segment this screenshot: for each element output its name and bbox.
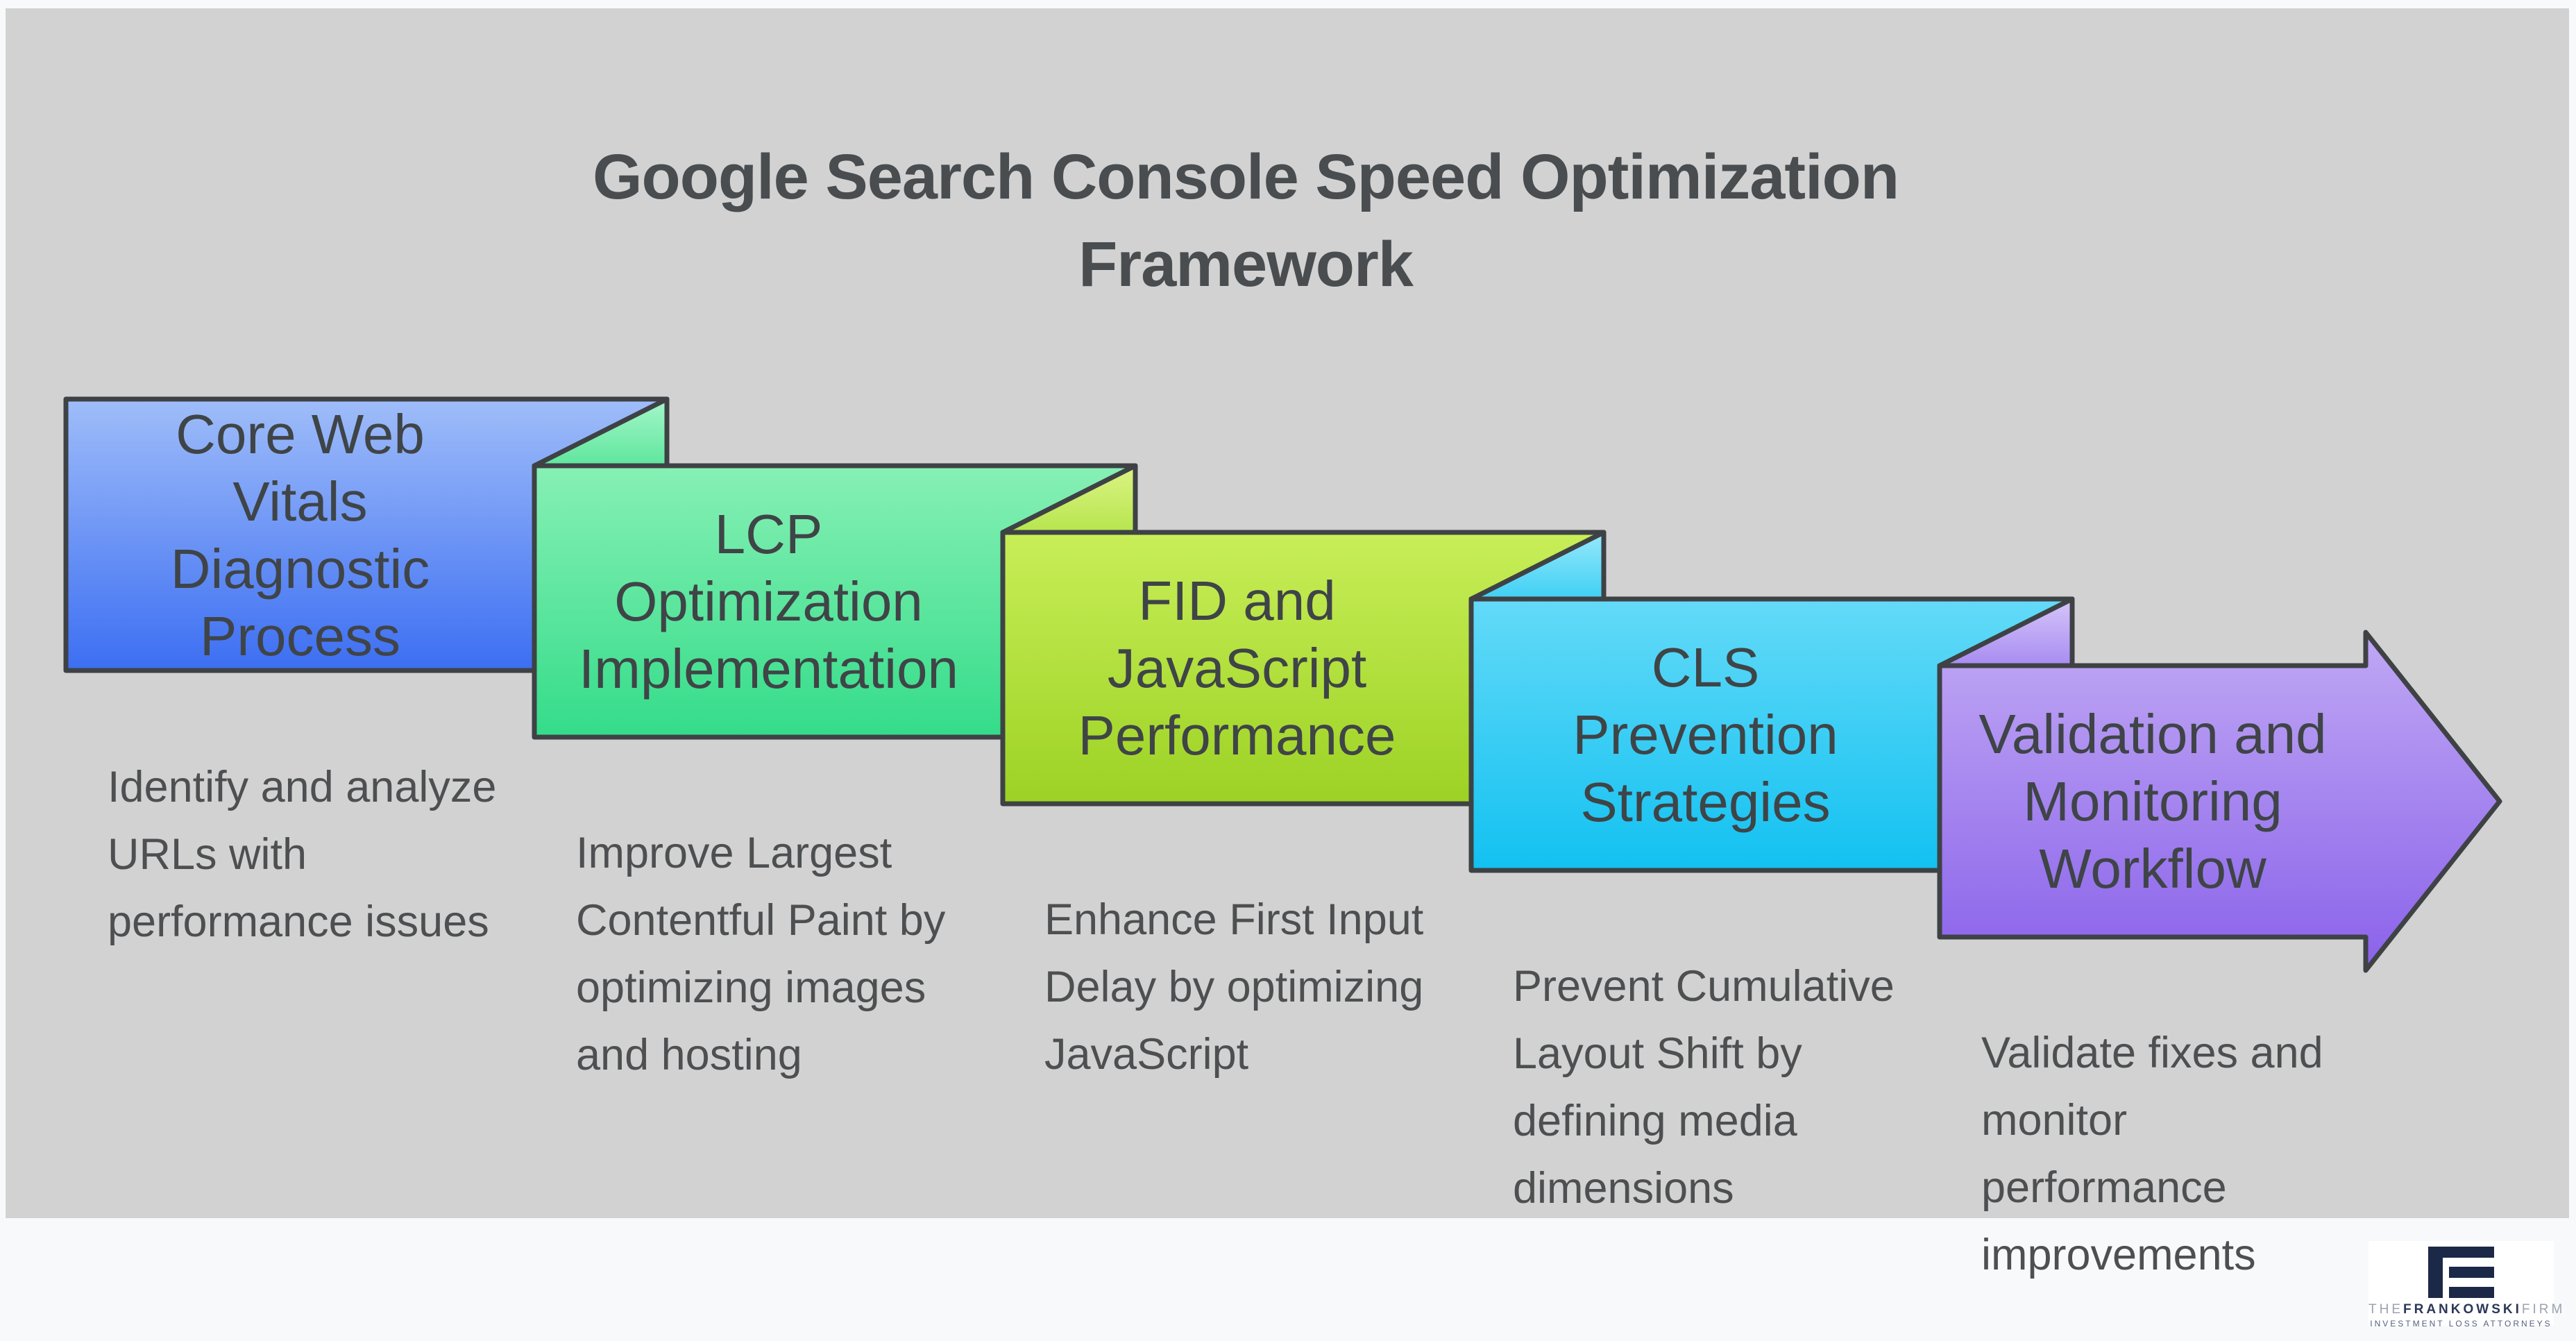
- step-1-description: Identify and analyze URLs with performan…: [108, 763, 497, 946]
- step-5-arrow-shape: [1937, 596, 2502, 973]
- brand-name-frankowski: FRANKOWSKI: [2403, 1302, 2522, 1317]
- page-title: Google Search Console Speed Optimization…: [592, 142, 1899, 300]
- step-4-fold-triangle: [1468, 530, 1607, 602]
- brand-logo-card: THEFRANKOWSKIFIRM INVESTMENT LOSS ATTORN…: [2369, 1241, 2562, 1329]
- step-2-title: LCP Optimization Implementation: [579, 503, 958, 700]
- brand-name-the: THE: [2369, 1302, 2403, 1317]
- step-3-description: Enhance First Input Delay by optimizing …: [1044, 895, 1424, 1079]
- step-3-title: FID and JavaScript Performance: [1078, 570, 1396, 766]
- step-5-title: Validation and Monitoring Workflow: [1978, 703, 2327, 900]
- step-1-title: Core Web Vitals Diagnostic Process: [170, 403, 430, 667]
- step-4-description: Prevent Cumulative Layout Shift by defin…: [1513, 962, 1895, 1213]
- step-3-fold-triangle: [1000, 463, 1138, 535]
- step-5-fold-triangle: [1937, 596, 2075, 668]
- step-5-description: Validate fixes and monitor performance i…: [1981, 1029, 2323, 1279]
- brand-tagline: INVESTMENT LOSS ATTORNEYS: [2370, 1319, 2552, 1329]
- step-2-fold-triangle: [532, 396, 670, 469]
- step-4-title: CLS Prevention Strategies: [1573, 636, 1838, 833]
- step-2-description: Improve Largest Contentful Paint by opti…: [576, 829, 946, 1079]
- frankowski-f-mark-icon: [2428, 1247, 2494, 1298]
- brand-name: THEFRANKOWSKIFIRM: [2369, 1302, 2562, 1317]
- brand-name-firm: FIRM: [2521, 1302, 2566, 1317]
- step-5-arrow-polygon: [1937, 630, 2502, 973]
